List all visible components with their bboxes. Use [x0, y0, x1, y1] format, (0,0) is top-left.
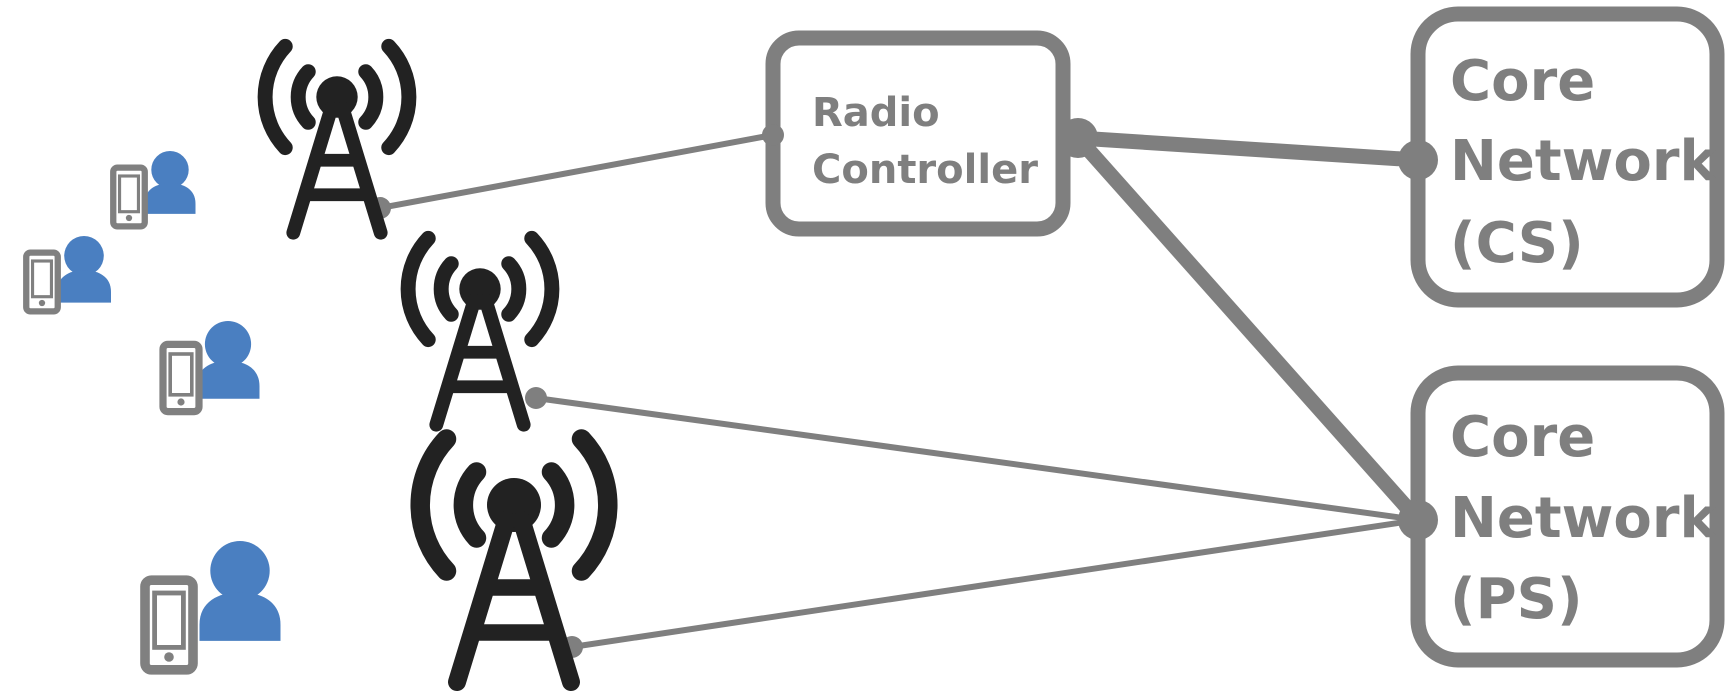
user-device-group [113, 151, 196, 227]
connector-dot [1058, 118, 1098, 158]
mobile-phone-icon [163, 344, 199, 411]
connector-dot [762, 124, 784, 146]
connector-dot [525, 387, 547, 409]
user-icon [199, 541, 281, 641]
radio-controller-label-line1: Radio [812, 90, 940, 136]
link-radio-controller-to-core-cs [1077, 130, 1419, 168]
core-network-ps-node: Core Network (PS) [1410, 365, 1725, 668]
user-device-group [163, 321, 260, 412]
link-tower-3-to-core-ps [571, 517, 1419, 650]
radio-controller-node: Radio Controller [765, 30, 1071, 237]
core-network-cs-node: Core Network (CS) [1410, 6, 1725, 308]
radio-controller-label-line2: Controller [812, 147, 1038, 193]
core-network-ps-label-line1: Core [1450, 405, 1595, 470]
core-network-cs-label-line1: Core [1450, 49, 1595, 114]
connector-dot [1398, 500, 1438, 540]
user-icon [57, 236, 111, 303]
link-tower-2-to-core-ps [535, 395, 1419, 523]
user-device-group [26, 236, 111, 311]
mobile-phone-icon [113, 168, 145, 227]
mobile-phone-icon [26, 253, 58, 312]
connector-dot [1398, 140, 1438, 180]
mobile-phone-icon [145, 580, 193, 670]
user-icon [196, 321, 260, 399]
core-network-cs-label-line2: Network [1450, 129, 1718, 194]
user-device-group [145, 541, 281, 670]
core-network-ps-label-line3: (PS) [1450, 567, 1583, 632]
core-network-ps-label-line2: Network [1450, 486, 1718, 551]
user-icon [144, 151, 196, 214]
link-radio-controller-to-core-ps [1072, 133, 1424, 525]
link-tower-1-to-radio-controller [379, 132, 774, 211]
core-network-cs-label-line3: (CS) [1450, 211, 1584, 276]
